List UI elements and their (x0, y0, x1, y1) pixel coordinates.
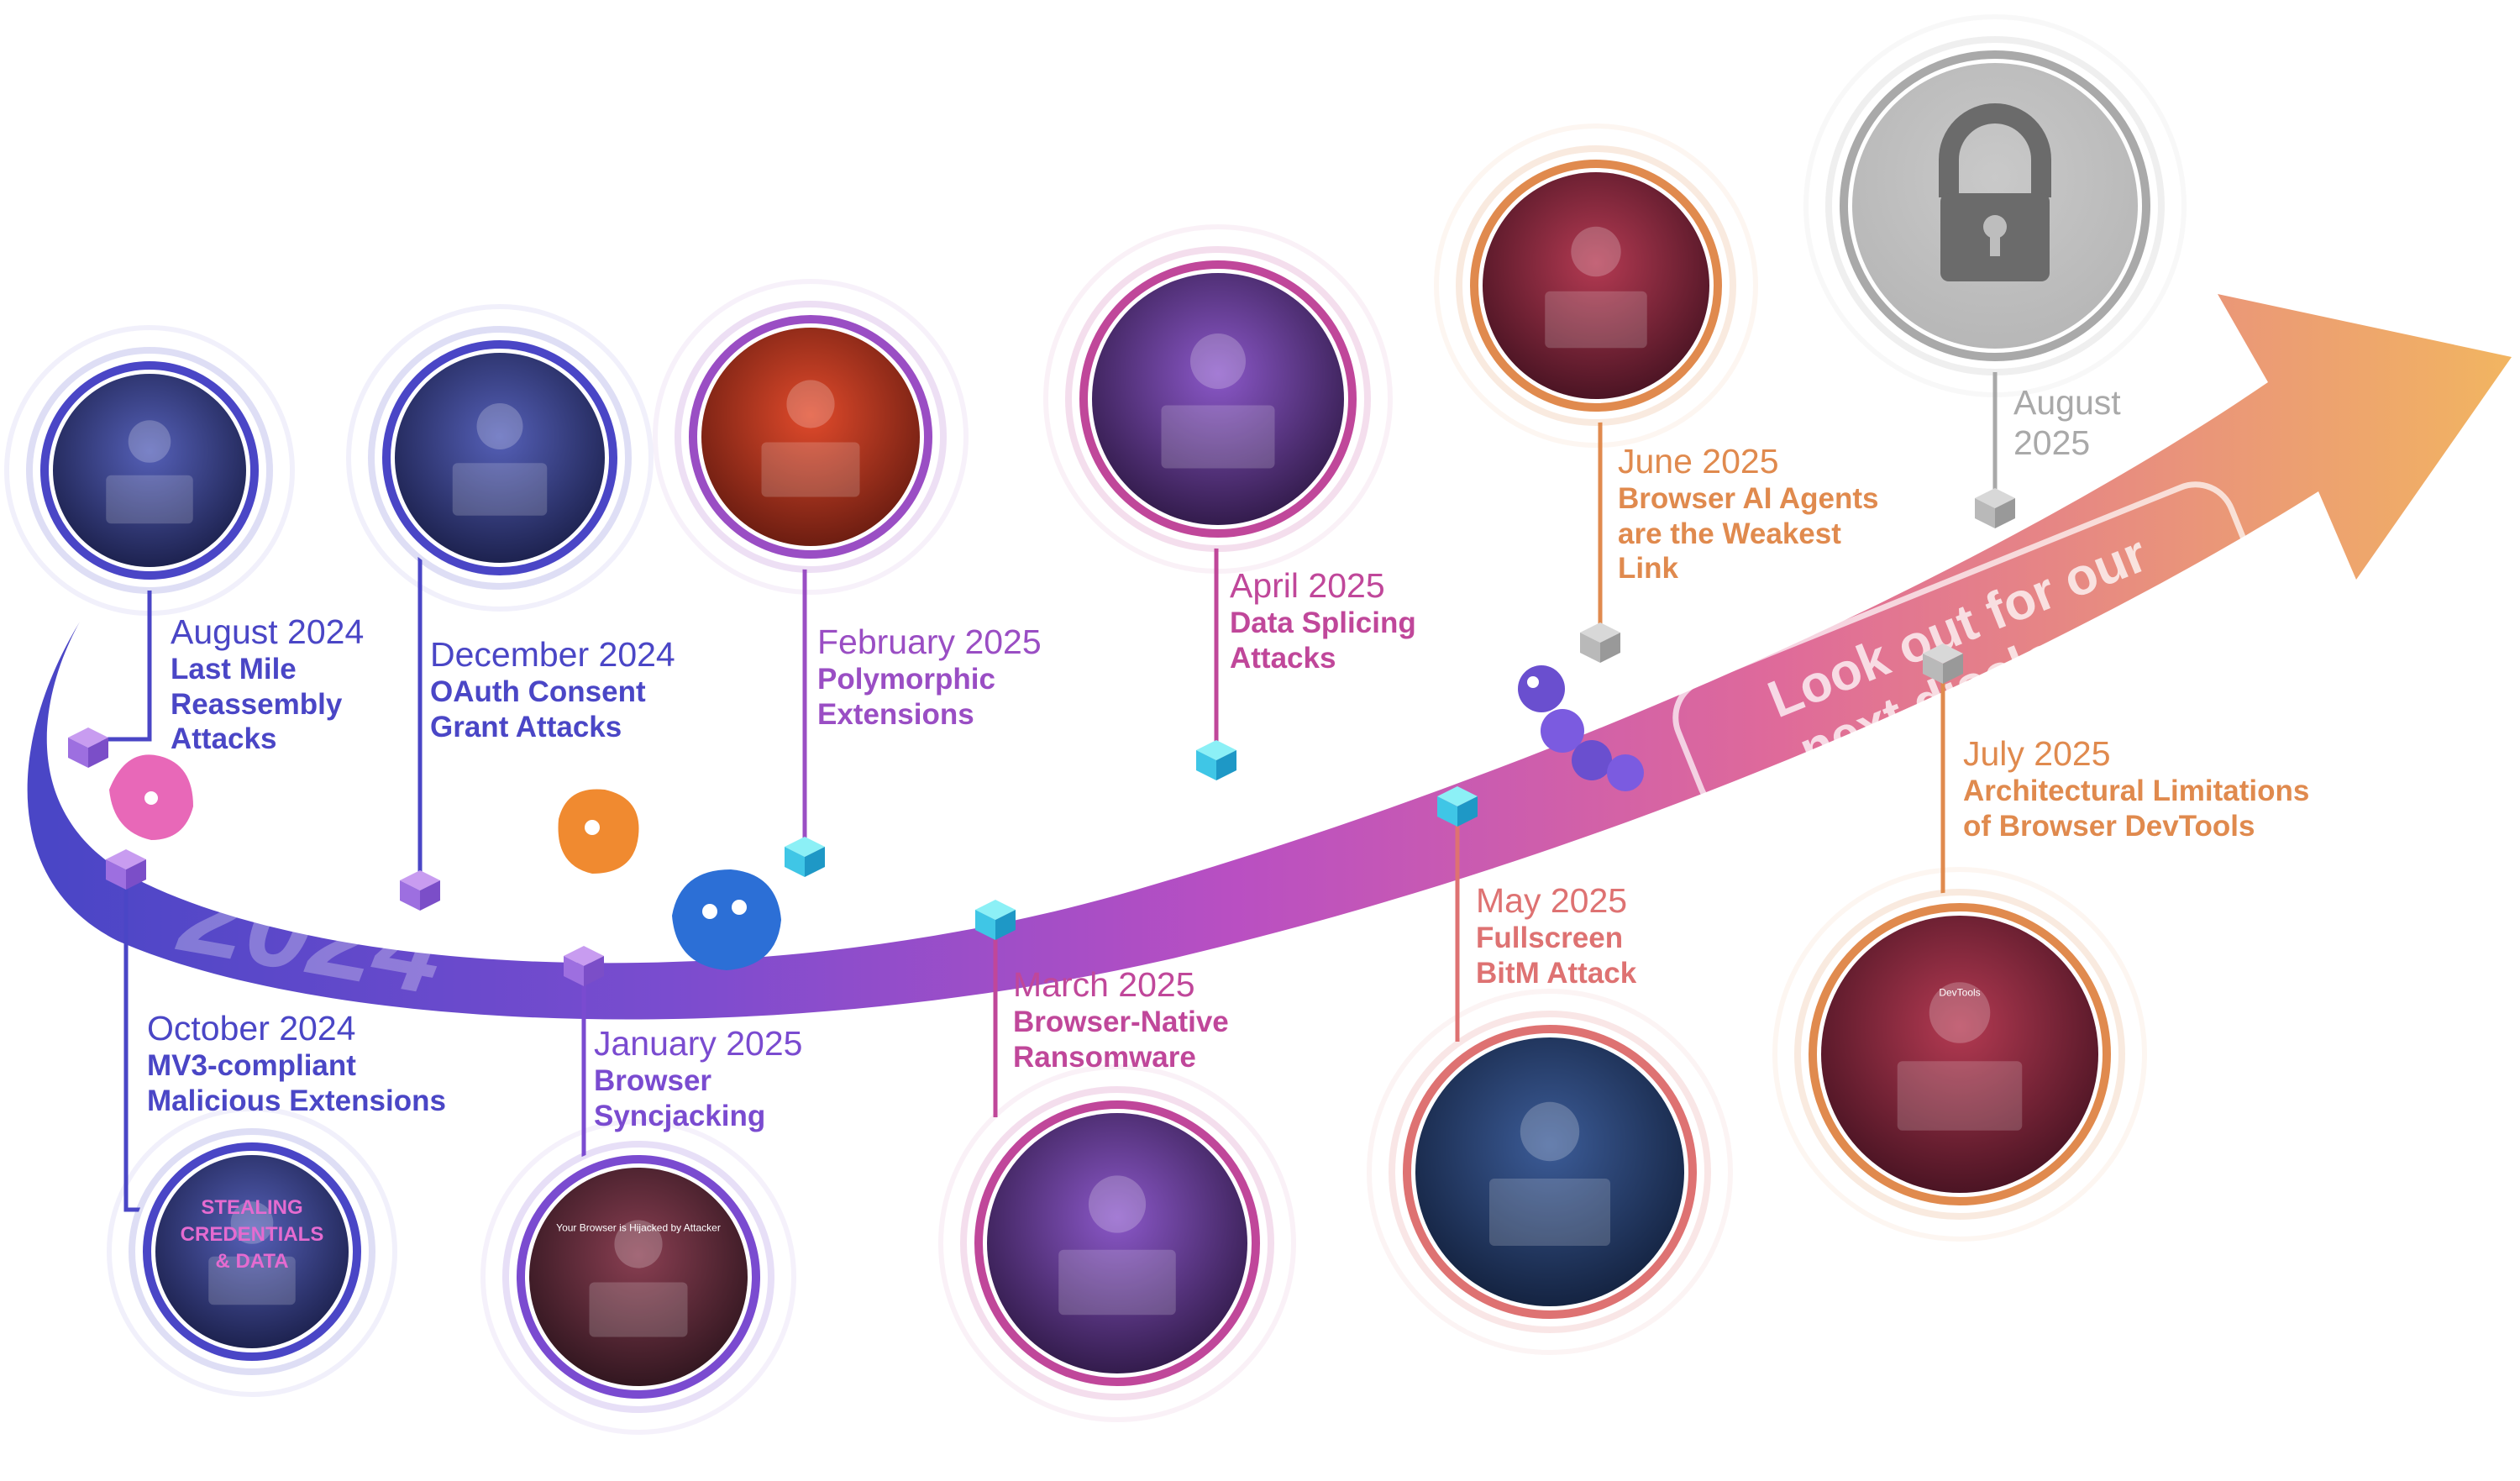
band-year-2024: 2024 (170, 843, 453, 1019)
event-label-may-2025: May 2025 Fullscreen BitM Attack (1476, 880, 1636, 990)
event-date: June 2025 (1618, 442, 1779, 481)
cube-marker-icon (1975, 488, 2015, 528)
blue-monster-icon (672, 869, 781, 970)
event-title-line: Grant Attacks (430, 710, 622, 743)
caterpillar-monster-icon (1518, 665, 1644, 791)
cube-marker-icon (785, 837, 825, 877)
event-date: July 2025 (1963, 734, 2111, 773)
event-title-line: BitM Attack (1476, 956, 1637, 990)
event-title-line: OAuth Consent (430, 675, 646, 709)
cube-marker-icon (1437, 786, 1478, 827)
event-date: October 2024 (147, 1009, 356, 1048)
devtools-puzzle-illustration: DevTools (1772, 867, 2147, 1242)
event-date: April 2025 (1230, 566, 1385, 605)
cube-marker-icon (1580, 622, 1620, 663)
event-title-line: Ransomware (1013, 1040, 1196, 1074)
cube-marker-icon (106, 849, 146, 890)
stealing-credentials-and-data-illustration: STEALING CREDENTIALS & DATA (107, 1106, 397, 1397)
event-title-line: Data Splicing (1230, 607, 1416, 640)
cube-marker-icon (564, 946, 604, 986)
image-caption: CREDENTIALS (181, 1223, 324, 1246)
orange-monster-icon (558, 789, 639, 874)
event-label-mar-2025: March 2025 Browser-Native Ransomware (1013, 964, 1229, 1074)
lock-icon (1803, 14, 2187, 397)
event-date: May 2025 (1476, 881, 1628, 920)
event-title-line: Browser-Native (1013, 1006, 1229, 1039)
event-label-aug-2024: August 2024 Last Mile Reassembly Attacks (171, 612, 364, 756)
image-caption: & DATA (215, 1250, 288, 1273)
event-title-line: Malicious Extensions (147, 1084, 446, 1117)
robot-hacker-illustration (1434, 123, 1758, 448)
event-date: August 2024 (171, 612, 365, 651)
event-date: August (2013, 383, 2121, 422)
event-title-line: are the Weakest (1618, 517, 1841, 550)
event-title-line: Last Mile (171, 653, 297, 686)
image-caption: DevTools (1939, 987, 1980, 999)
event-label-jan-2025: January 2025 Browser Syncjacking (594, 1023, 802, 1133)
event-title-line: MV3-compliant (147, 1049, 356, 1083)
event-label-dec-2024: December 2024 OAuth Consent Grant Attack… (430, 634, 675, 744)
timeline-band (27, 294, 2512, 1020)
event-title-line: Attacks (171, 722, 277, 755)
event-label-oct-2024: October 2024 MV3-compliant Malicious Ext… (147, 1008, 446, 1118)
hacker-hijacked-browser-illustration: Your Browser is Hijacked by Attacker (480, 1119, 796, 1435)
cube-marker-icon (975, 900, 1016, 940)
office-hacker-illustration (1043, 224, 1393, 574)
event-title-line: Attacks (1230, 641, 1336, 675)
event-label-aug-2025: August 2025 (2013, 382, 2121, 464)
speaker-on-stage-photo (4, 325, 295, 616)
event-date: February 2025 (817, 622, 1042, 661)
oauth-consent-illustration (346, 304, 654, 612)
event-title-line: of Browser DevTools (1963, 809, 2255, 843)
image-caption: STEALING (201, 1196, 302, 1219)
event-label-jul-2025: July 2025 Architectural Limitations of B… (1963, 733, 2309, 843)
event-label-apr-2025: April 2025 Data Splicing Attacks (1230, 565, 1416, 675)
event-date: 2025 (2013, 423, 2091, 463)
event-title-line: Syncjacking (594, 1099, 766, 1132)
event-title-line: Browser (594, 1064, 712, 1098)
cube-marker-icon (400, 870, 440, 911)
event-title-line: Browser AI Agents (1618, 482, 1879, 516)
event-date: January 2025 (594, 1024, 803, 1063)
connector-line (92, 567, 152, 742)
cube-marker-icon (1196, 740, 1236, 780)
cube-marker-icon (1923, 643, 1963, 684)
event-title-line: Fullscreen (1476, 922, 1624, 955)
event-title-line: Polymorphic (817, 663, 995, 696)
event-title-line: Extensions (817, 697, 974, 731)
event-date: March 2025 (1013, 965, 1195, 1004)
event-title-line: Reassembly (171, 687, 343, 721)
image-caption: Your Browser is Hijacked by Attacker (556, 1221, 721, 1233)
monster-mascot-icon (109, 754, 193, 840)
event-label-feb-2025: February 2025 Polymorphic Extensions (817, 622, 1042, 732)
event-date: December 2024 (430, 635, 675, 674)
event-title-line: Architectural Limitations (1963, 775, 2310, 808)
event-label-jun-2025: June 2025 Browser AI Agents are the Weak… (1618, 441, 1879, 586)
event-title-line: Link (1618, 551, 1678, 585)
chained-browser-ransomware-illustration (938, 1064, 1296, 1422)
cube-marker-icon (68, 727, 108, 768)
puzzle-monster-illustration (653, 279, 969, 595)
safari-browser-illustration (1367, 989, 1733, 1355)
